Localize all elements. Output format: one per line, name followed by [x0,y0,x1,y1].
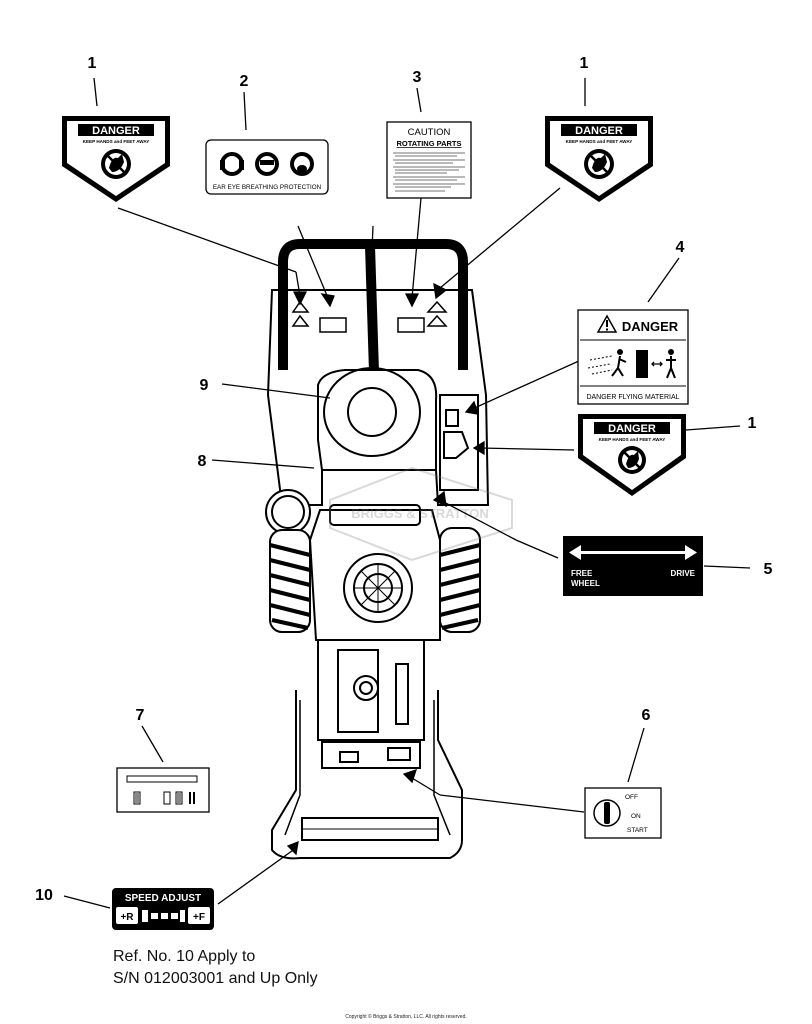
callout-5: 5 [764,561,773,578]
svg-text:ON: ON [631,813,641,820]
ear-protection-icon [220,152,244,176]
svg-text:DANGER FLYING MATERIAL: DANGER FLYING MATERIAL [586,394,679,401]
tiller-machine [265,239,490,860]
breathing-protection-icon [290,152,314,176]
copyright: Copyright © Briggs & Stratton, LLC. All … [345,1014,467,1020]
flying-debris-icon [587,349,627,377]
decal-freewheel-drive: FREE WHEEL DRIVE [563,536,703,596]
svg-text:DANGER: DANGER [575,125,623,137]
handlebar-center [365,245,379,373]
pulley-housing [323,367,421,457]
decal-danger-hands-left: DANGER KEEP HANDS and FEET AWAY [62,116,170,202]
decal-danger-hands-right: DANGER KEEP HANDS and FEET AWAY [545,116,653,202]
svg-text:+F: +F [193,912,205,923]
callout-4: 4 [676,239,685,256]
svg-text:KEEP HANDS and FEET AWAY: KEEP HANDS and FEET AWAY [566,139,633,144]
callout-7: 7 [136,707,145,724]
svg-text:DANGER: DANGER [622,319,679,334]
callout-1-left: 1 [88,55,97,72]
decal-speed-adjust: SPEED ADJUST +R +F [112,888,214,930]
belt-cover [317,369,438,471]
callout-1-side: 1 [748,415,757,432]
handlebar-frame [278,239,468,370]
engine-flywheel [343,553,413,623]
svg-text:START: START [627,827,648,834]
serial-note-line-2: S/N 012003001 and Up Only [113,970,318,987]
safe-distance-icon [636,349,676,379]
callout-10: 10 [35,887,53,904]
decal-protection: EAR EYE BREATHING PROTECTION [205,139,329,195]
double-arrow-icon [569,545,697,560]
svg-text:KEEP HANDS and FEET AWAY: KEEP HANDS and FEET AWAY [83,139,150,144]
svg-text:WHEEL: WHEEL [571,579,600,588]
svg-text:DANGER: DANGER [92,125,140,137]
eye-protection-icon [255,152,279,176]
caution-fine-print [393,152,465,192]
ignition-key-icon [593,799,621,827]
decal-caution: CAUTION ROTATING PARTS [386,121,472,199]
svg-text:EAR EYE BREATHING PROTECTION: EAR EYE BREATHING PROTECTION [213,184,322,191]
svg-text:KEEP HANDS and FEET AWAY: KEEP HANDS and FEET AWAY [599,437,666,442]
svg-text:OFF: OFF [625,794,638,801]
decal-ignition: OFF ON START [584,787,662,839]
callout-numbers: 1 2 3 1 4 1 5 6 7 8 9 10 [35,55,772,904]
left-tire [269,529,311,633]
svg-text:DANGER: DANGER [608,423,656,435]
svg-text:CAUTION: CAUTION [408,127,451,138]
right-tire [439,527,481,633]
callout-6: 6 [642,707,651,724]
svg-text:DRIVE: DRIVE [671,569,696,578]
leader-lines [63,77,751,909]
callout-1-right: 1 [580,55,589,72]
callout-3: 3 [413,69,422,86]
decal-danger-hands-side: DANGER KEEP HANDS and FEET AWAY [578,414,686,496]
svg-text:BRIGGS & STRATTON: BRIGGS & STRATTON [351,506,488,521]
decal-indicator [116,767,210,813]
handle-frame [271,690,463,860]
decal-danger-flying: DANGER DANGER FLYING MATERIAL [577,309,689,405]
callout-9: 9 [200,377,209,394]
speed-scale-icon [142,910,185,922]
svg-text:SPEED ADJUST: SPEED ADJUST [125,893,201,904]
svg-text:ROTATING PARTS: ROTATING PARTS [397,139,462,148]
watermark-logo: BRIGGS & STRATTON [329,466,513,562]
svg-text:FREE: FREE [571,569,593,578]
callout-2: 2 [240,73,249,90]
serial-note: Ref. No. 10 Apply to S/N 012003001 and U… [113,946,318,990]
warning-triangle-icon [596,314,618,333]
callout-8: 8 [198,453,207,470]
svg-text:+R: +R [120,912,134,923]
serial-note-line-1: Ref. No. 10 Apply to [113,948,256,965]
